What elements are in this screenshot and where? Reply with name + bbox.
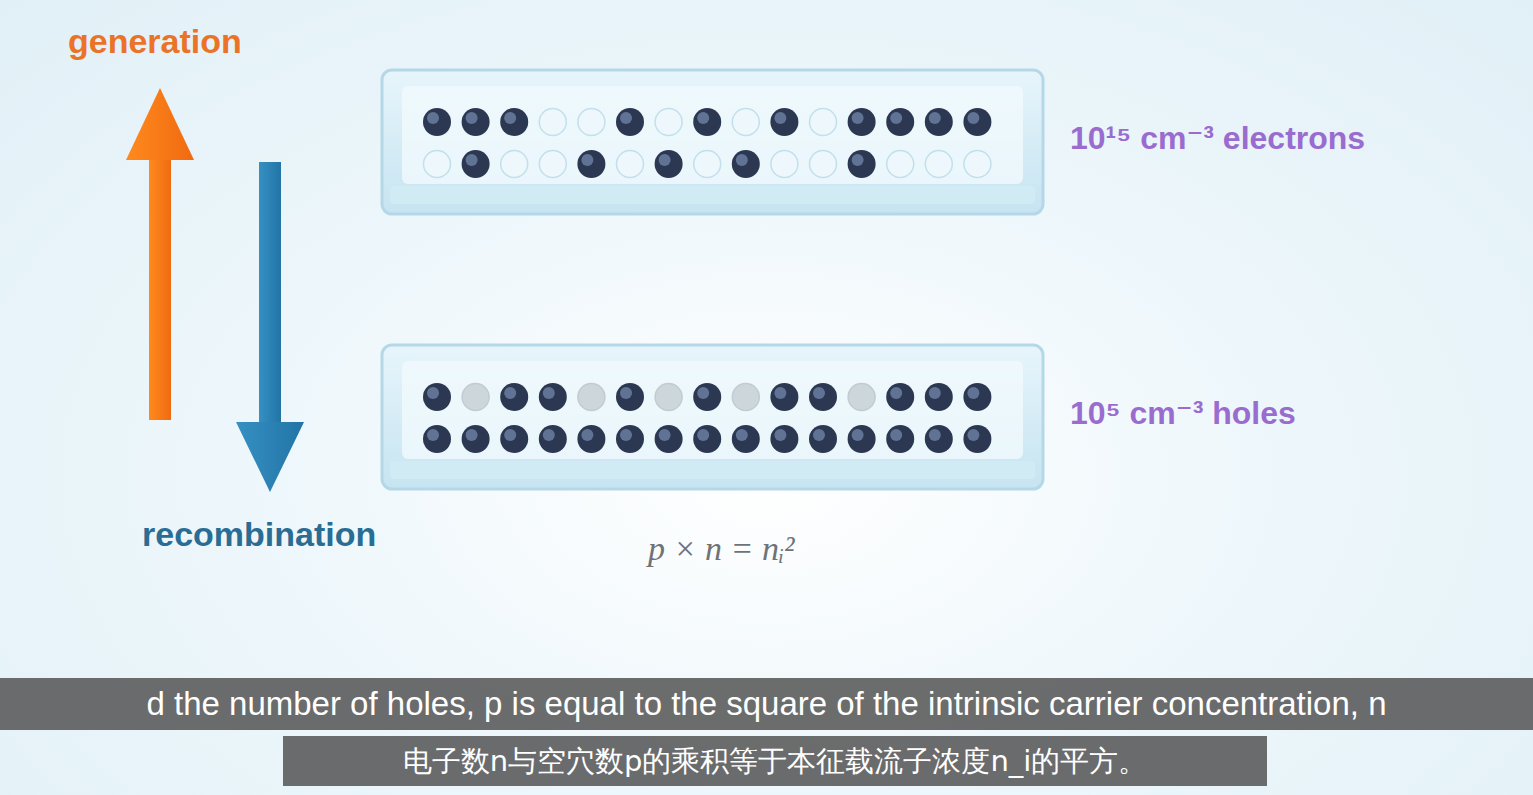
formula: p × n = nᵢ² (648, 530, 794, 568)
concentration-label: 10⁵ cm⁻³ holes (1070, 394, 1296, 432)
glass-band (380, 343, 1045, 491)
carrier-band: 10⁵ cm⁻³ holes (380, 343, 1045, 491)
carrier-band: 10¹⁵ cm⁻³ electrons (380, 68, 1045, 216)
concentration-label: 10¹⁵ cm⁻³ electrons (1070, 119, 1365, 157)
generation-arrow (126, 88, 194, 420)
process-label: recombination (142, 515, 376, 554)
glass-band (380, 68, 1045, 216)
subtitle-english-bar: d the number of holes, p is equal to the… (0, 678, 1533, 730)
subtitle-chinese: 电子数n与空穴数p的乘积等于本征载流子浓度n_i的平方。 (403, 736, 1148, 786)
recombination-arrow (236, 162, 304, 492)
subtitle-chinese-bar: 电子数n与空穴数p的乘积等于本征载流子浓度n_i的平方。 (283, 736, 1267, 786)
process-label: generation (68, 22, 242, 61)
subtitle-english: d the number of holes, p is equal to the… (146, 678, 1386, 730)
